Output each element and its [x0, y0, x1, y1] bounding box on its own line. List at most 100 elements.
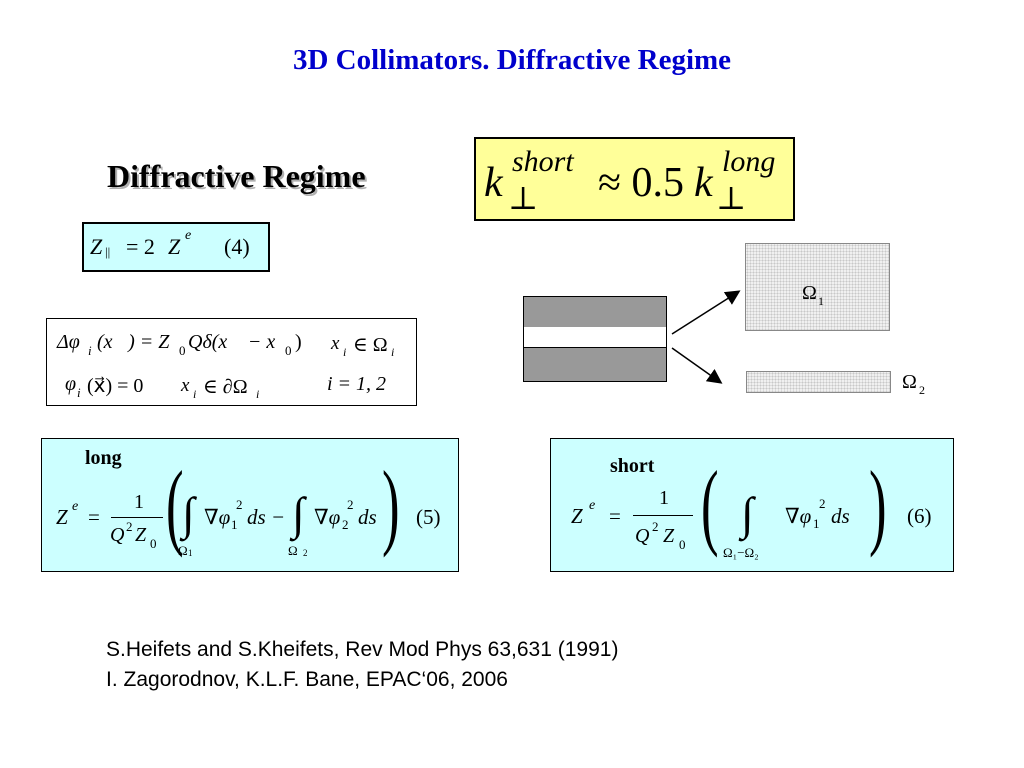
bc-rhs-a: (x⃗) = Z	[97, 331, 170, 353]
eq6-z0-sub: 0	[679, 537, 686, 552]
omega2-label-sub: 2	[919, 383, 925, 397]
bc-in-omega-sub: i	[391, 345, 395, 359]
eq4-z2: Z	[168, 234, 181, 259]
bc-phi-sub: i	[77, 385, 81, 400]
bc-x-i2-sub: i	[193, 387, 197, 401]
eq5-lim2: Ω	[288, 543, 298, 558]
eq5-lim1-sub: 1	[188, 548, 193, 558]
bc-index-range: i = 1, 2	[327, 373, 387, 395]
eq4-number: (4)	[224, 234, 250, 259]
k-symbol: k	[484, 160, 503, 206]
eq5-one: 1	[134, 491, 144, 513]
k2-perp-sub: ⊥	[716, 180, 747, 216]
eq5-label: long	[85, 447, 122, 469]
k-short-sup: short	[512, 145, 574, 178]
eq5-ds2: ds	[358, 505, 377, 529]
eq6-term1-sup: 2	[819, 496, 826, 511]
eq6-z: Z	[571, 504, 583, 528]
eq4-e: e	[185, 228, 192, 243]
bc-x-i: x⃗	[331, 333, 355, 354]
k2-symbol: k	[694, 160, 713, 206]
eq5-ds1: ds −	[247, 505, 286, 529]
k-long-sup: long	[722, 145, 776, 178]
diagram-arrows	[671, 290, 741, 384]
eq5-open-paren: (	[166, 451, 184, 558]
eq5-box: long Z e = 1 Q 2 Z 0 ( ∫ Ω 1 ∇φ 1 2 ds −…	[41, 438, 459, 572]
bc-laplace-sub: i	[88, 343, 92, 358]
eq6-e: e	[589, 498, 596, 513]
reference-2: I. Zagorodnov, K.L.F. Bane, EPAC‘06, 200…	[106, 668, 508, 691]
eq5-term2: ∇φ	[314, 505, 341, 529]
eq5-q: Q	[110, 524, 125, 546]
eq6-term1: ∇φ	[785, 504, 812, 528]
eq4-box: Z || = 2 Z e (4)	[82, 222, 270, 272]
arrow-to-omega1	[671, 290, 741, 335]
eq5-integral2: ∫	[292, 488, 305, 539]
eq5-frac-line	[111, 517, 163, 518]
eq4-par: ||	[105, 244, 111, 259]
eq5-term1-sup: 2	[236, 497, 243, 512]
collimator-bar-top	[523, 296, 667, 328]
eq6-term1-sub: 1	[813, 516, 820, 531]
eq5-z0: Z	[135, 524, 147, 546]
eq5-lim1: Ω	[178, 543, 188, 558]
eq6-box: short Z e = 1 Q 2 Z 0 ( ∫ Ω₁−Ω₂ ∇φ 1 2 d…	[550, 438, 954, 572]
eq5-term1-sub: 1	[231, 517, 238, 532]
bc-phi-eq: (x⃗) = 0	[87, 375, 144, 397]
eq6-eq: =	[609, 504, 621, 528]
eq6-close-paren: )	[869, 451, 887, 558]
omega2-region	[746, 371, 891, 393]
regime-heading: Diffractive Regime	[107, 158, 366, 194]
bc-rhs-b-sub: 0	[285, 343, 292, 358]
page-title: 3D Collimators. Diffractive Regime	[292, 44, 732, 76]
eq6-integral: ∫	[741, 488, 754, 539]
eq5-z: Z	[56, 505, 68, 529]
eq5-number: (5)	[416, 505, 441, 529]
eq5-term1: ∇φ	[204, 505, 231, 529]
bc-phi: φ	[65, 373, 77, 395]
k-relation-box: k ⊥ short ≈ 0.5 k ⊥ long	[474, 137, 795, 221]
eq4-rhs: = 2	[126, 234, 155, 259]
reference-1: S.Heifets and S.Kheifets, Rev Mod Phys 6…	[106, 638, 619, 661]
bc-boundary-sub: i	[256, 387, 260, 401]
arrow-to-omega2	[671, 347, 723, 384]
eq4-z: Z	[90, 234, 103, 259]
k-approx: ≈ 0.5	[598, 160, 685, 206]
omega1-label-sub: 1	[818, 294, 824, 308]
omega2-label: Ω	[902, 371, 917, 393]
eq5-q-sup: 2	[126, 519, 133, 534]
bc-rhs-b: Qδ(x⃗ − x⃗	[188, 331, 291, 353]
eq5-e: e	[72, 499, 79, 514]
eq5-z0-sub: 0	[150, 536, 157, 551]
k-perp-sub: ⊥	[508, 180, 539, 216]
eq6-ds: ds	[831, 504, 850, 528]
collimator-diagram: Ω 1 Ω 2	[520, 240, 940, 400]
eq5-eq: =	[88, 505, 100, 529]
eq5-term2-sub: 2	[342, 517, 349, 532]
eq6-label: short	[610, 455, 655, 477]
eq6-q-sup: 2	[652, 519, 659, 534]
collimator-gap	[523, 327, 667, 347]
bc-rhs-close: )	[295, 331, 302, 353]
bc-x-i-sub: i	[343, 345, 347, 359]
eq6-one: 1	[659, 487, 669, 509]
boundary-conditions-box: Δφ i (x⃗) = Z 0 Qδ(x⃗ − x⃗ 0 ) x⃗ i ∈ Ω …	[46, 318, 417, 406]
eq6-q: Q	[635, 525, 650, 547]
bc-boundary: ∈ ∂Ω	[203, 376, 248, 398]
eq5-close-paren: )	[382, 451, 400, 558]
eq6-frac-line	[633, 515, 693, 516]
bc-rhs-a-sub: 0	[179, 343, 186, 358]
bc-laplace-phi: Δφ	[57, 331, 80, 353]
eq5-term2-sup: 2	[347, 497, 354, 512]
bc-x-i2: x⃗	[181, 375, 205, 396]
bc-in-omega: ∈ Ω	[353, 334, 388, 356]
eq6-open-paren: (	[701, 451, 719, 558]
eq6-lim: Ω₁−Ω₂	[723, 545, 759, 560]
collimator-bar-bottom	[523, 347, 667, 382]
omega1-region: Ω 1	[745, 243, 890, 331]
eq6-z0: Z	[663, 525, 675, 547]
omega1-label: Ω	[802, 282, 817, 304]
eq6-number: (6)	[907, 504, 932, 528]
eq5-lim2-sub: 2	[303, 548, 308, 558]
eq5-integral1: ∫	[182, 488, 195, 539]
